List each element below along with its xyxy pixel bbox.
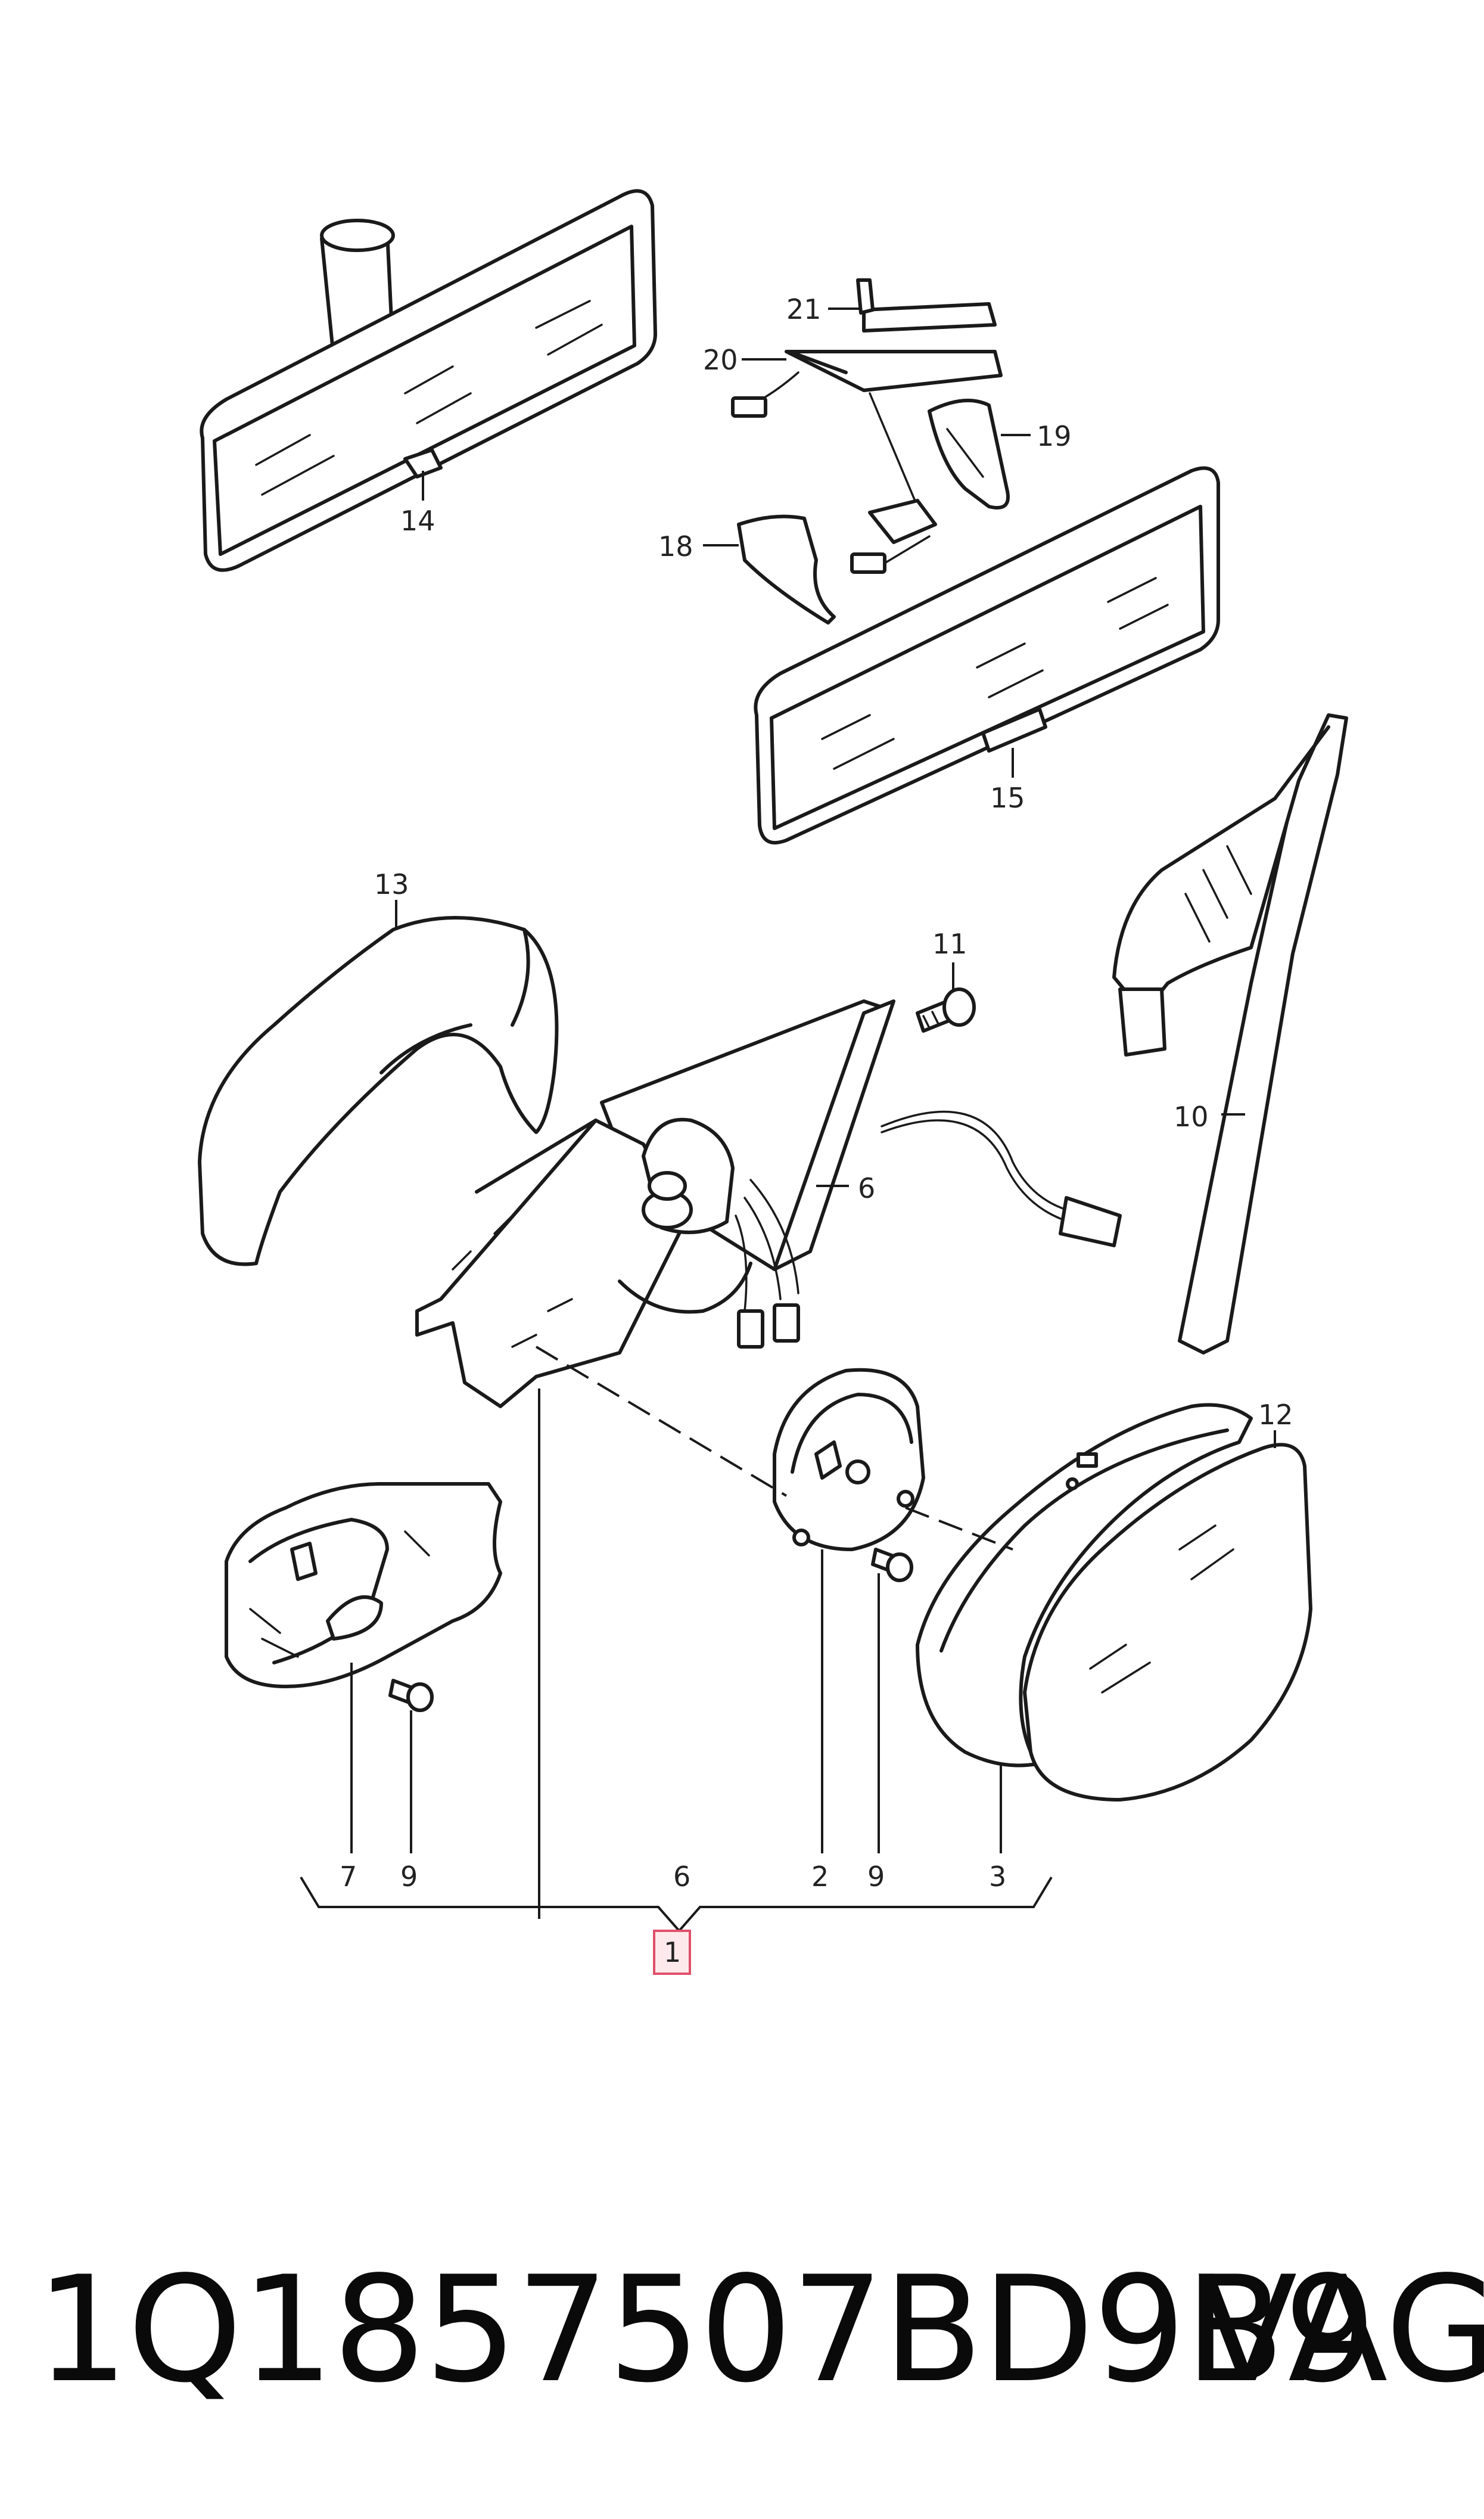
callout-19: 19 bbox=[1037, 420, 1072, 452]
mirror-cap-13 bbox=[198, 916, 559, 1266]
seal-strip-10 bbox=[1112, 713, 1348, 1355]
callout-15: 15 bbox=[990, 782, 1025, 814]
lower-housing-7 bbox=[225, 1482, 502, 1688]
callout-3: 3 bbox=[989, 1860, 1006, 1893]
screw-9-right bbox=[871, 1548, 913, 1582]
mirror-glass-12 bbox=[1023, 1443, 1312, 1801]
footer: 1Q1857507BD9B9 VAG bbox=[0, 2241, 1484, 2419]
cover-19 bbox=[928, 399, 1010, 510]
mirror-housing-3 bbox=[916, 1403, 1253, 1768]
callout-6-top: 6 bbox=[858, 1172, 875, 1204]
callout-21: 21 bbox=[786, 293, 822, 325]
cover-21 bbox=[856, 278, 997, 333]
cable-holder-20 bbox=[731, 350, 1003, 508]
callout-1: 1 bbox=[664, 1936, 681, 1968]
screw-11 bbox=[916, 987, 976, 1033]
callout-20: 20 bbox=[703, 344, 738, 376]
cover-18 bbox=[737, 499, 937, 625]
callout-11: 11 bbox=[932, 928, 967, 960]
callout-7: 7 bbox=[340, 1860, 357, 1893]
assembly-highlight-box bbox=[653, 1930, 691, 1975]
callout-2: 2 bbox=[811, 1860, 829, 1893]
adjuster-motor-2 bbox=[773, 1368, 925, 1551]
callout-9-right: 9 bbox=[867, 1860, 885, 1893]
callout-12: 12 bbox=[1258, 1399, 1293, 1431]
callout-6-bottom: 6 bbox=[673, 1860, 690, 1893]
rearview-mirror-15 bbox=[754, 466, 1220, 844]
part-number: 1Q1857507BD9B9 bbox=[36, 2245, 1376, 2415]
callout-13: 13 bbox=[374, 868, 409, 900]
brand-name: VAG bbox=[1197, 2245, 1484, 2415]
screw-9-left bbox=[388, 1679, 434, 1712]
callout-18: 18 bbox=[658, 530, 693, 563]
rearview-mirror-14 bbox=[200, 189, 657, 572]
callout-10: 10 bbox=[1174, 1101, 1209, 1133]
callout-9-left: 9 bbox=[400, 1860, 418, 1893]
callout-14: 14 bbox=[400, 505, 435, 537]
mirror-base-6 bbox=[415, 999, 1122, 1408]
